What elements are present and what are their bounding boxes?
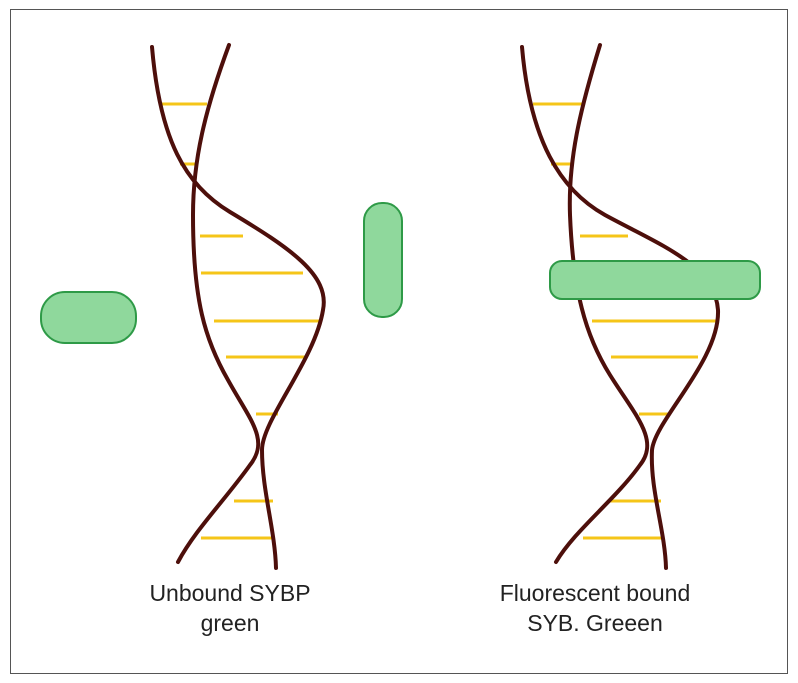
diagram-frame <box>10 9 788 674</box>
backbone-strand-2 <box>554 43 650 564</box>
caption-bound-line1: Fluorescent bound <box>499 580 691 606</box>
caption-unbound: Unbound SYBP green <box>70 578 390 638</box>
dna-helix-bound <box>520 43 721 570</box>
backbone-strand-1 <box>150 45 326 570</box>
dye-molecule-free-vertical <box>363 202 403 318</box>
caption-bound: Fluorescent bound SYB. Greeen <box>435 578 755 638</box>
base-pairs-right <box>533 102 717 540</box>
dna-helix-unbound <box>150 43 326 570</box>
caption-unbound-line1: Unbound SYBP <box>149 580 311 606</box>
dye-molecule-bound <box>549 260 761 300</box>
caption-bound-line2: SYB. Greeen <box>527 610 663 636</box>
backbone-strand-1 <box>520 45 721 570</box>
backbone-strand-2 <box>176 43 261 564</box>
caption-unbound-line2: green <box>200 610 260 636</box>
dye-molecule-free-horizontal <box>40 291 137 344</box>
